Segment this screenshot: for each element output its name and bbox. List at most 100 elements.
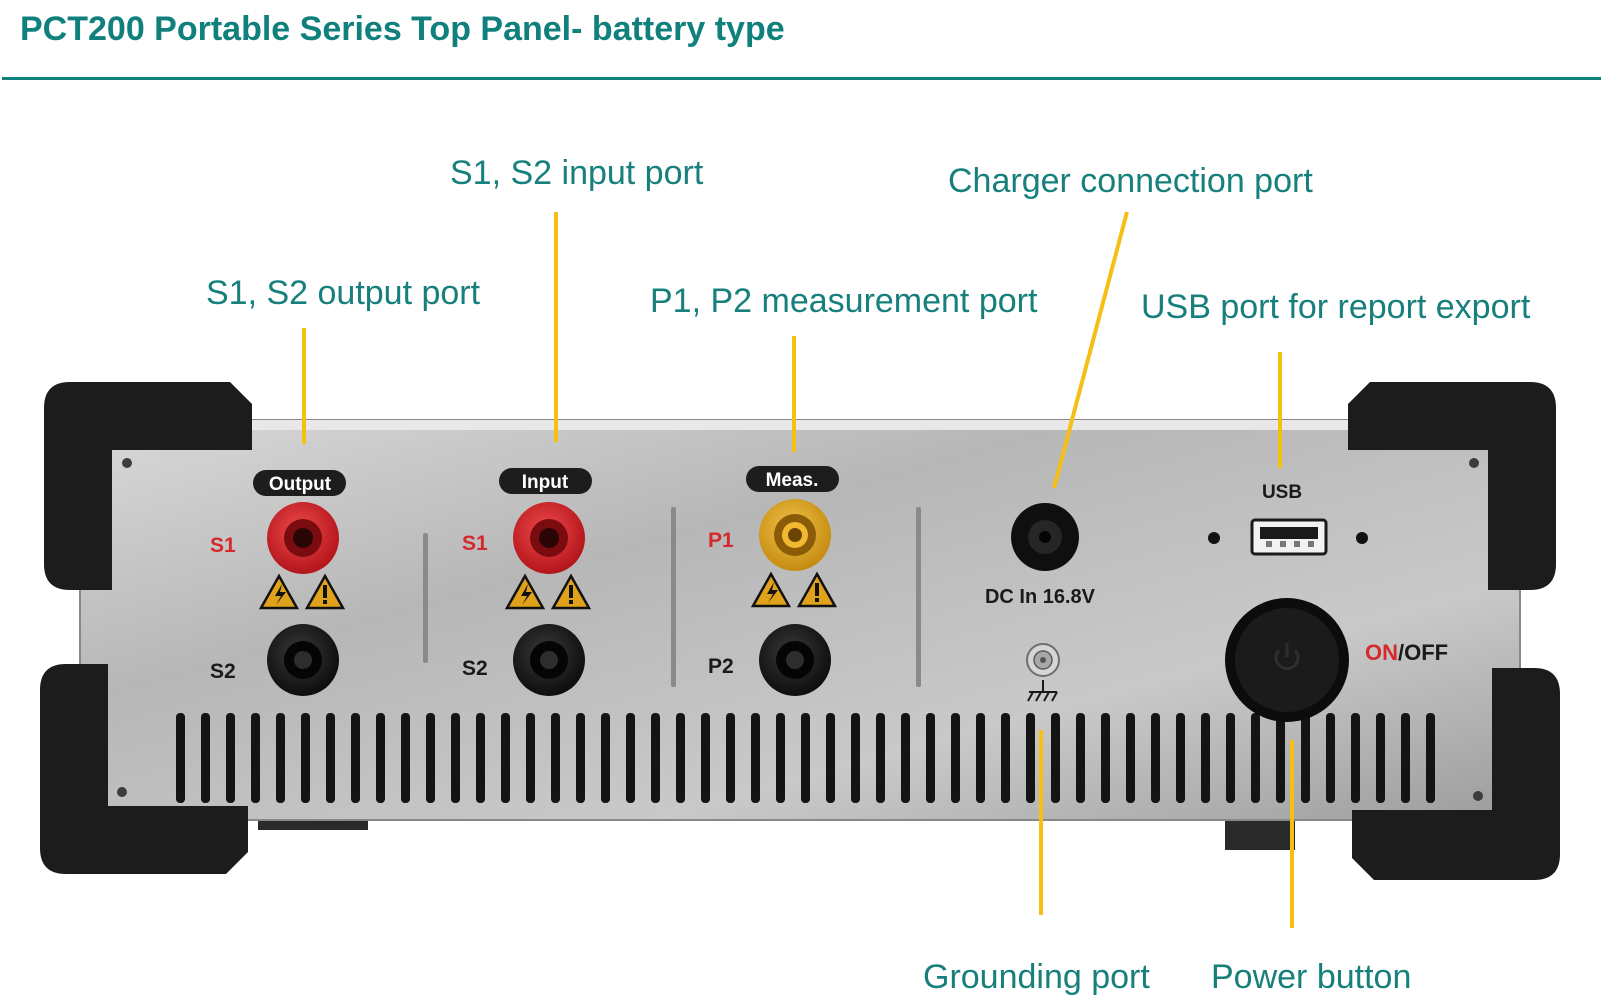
input-s1-terminal[interactable]	[513, 502, 585, 574]
callout-usb-port: USB port for report export	[1141, 288, 1531, 326]
vent-slot	[751, 713, 760, 803]
vent-slot	[1351, 713, 1360, 803]
vent-slot	[1126, 713, 1135, 803]
divider-3	[916, 507, 921, 687]
on-off-label: ON/OFF	[1365, 640, 1448, 665]
vent-slot	[801, 713, 810, 803]
vent-slot	[1251, 713, 1260, 803]
vent-slot	[1201, 713, 1210, 803]
input-badge	[499, 468, 592, 494]
vent-slot	[726, 713, 735, 803]
vent-slot	[851, 713, 860, 803]
vent-slot	[426, 713, 435, 803]
input-badge-label: Input	[522, 472, 569, 493]
screw-top-right	[1469, 458, 1479, 468]
bumper-top-left	[44, 382, 252, 590]
vent-slot	[1051, 713, 1060, 803]
vent-slot	[376, 713, 385, 803]
vent-slot	[226, 713, 235, 803]
output-s1-terminal[interactable]	[267, 502, 339, 574]
callout-measurement-port: P1, P2 measurement port	[650, 282, 1038, 320]
output-warning-exclamation-icon	[304, 573, 346, 610]
vent-slot	[326, 713, 335, 803]
vent-slot	[1226, 713, 1235, 803]
meas-warning-exclamation-icon	[796, 571, 838, 608]
power-icon	[1274, 643, 1300, 670]
output-s1-label: S1	[210, 534, 236, 557]
dc-in-jack[interactable]	[1011, 503, 1079, 571]
vent-slot	[176, 713, 185, 803]
slash-label: /	[1398, 640, 1404, 665]
vent-slot	[1401, 713, 1410, 803]
bottom-foot-right	[1225, 820, 1295, 850]
vent-slot	[1101, 713, 1110, 803]
dc-in-label: DC In 16.8V	[985, 586, 1096, 608]
output-badge-label: Output	[269, 474, 332, 495]
meas-p2-label: P2	[708, 655, 734, 678]
title-rule	[2, 77, 1601, 80]
vent-slot	[826, 713, 835, 803]
leader-charger	[1052, 211, 1129, 489]
on-label: ON	[1365, 640, 1398, 665]
divider-2	[671, 507, 676, 687]
output-s2-label: S2	[210, 660, 236, 683]
vent-slot	[1276, 713, 1285, 803]
input-warning-lightning-icon	[504, 573, 546, 610]
meas-p1-label: P1	[708, 529, 734, 552]
vent-slot	[1176, 713, 1185, 803]
input-s2-label: S2	[462, 657, 488, 680]
vent-slot	[1376, 713, 1385, 803]
output-badge	[253, 470, 346, 496]
leader-lines	[302, 211, 1294, 928]
power-button[interactable]	[1225, 598, 1349, 722]
vent-slot	[301, 713, 310, 803]
vent-slot	[951, 713, 960, 803]
output-s2-terminal[interactable]	[267, 624, 339, 696]
bumper-bottom-right	[1352, 668, 1560, 880]
usb-port[interactable]	[1250, 518, 1328, 556]
ground-icon	[1027, 680, 1058, 702]
vent-slot	[276, 713, 285, 803]
meas-p1-terminal[interactable]	[759, 499, 831, 571]
usb-screw-left	[1208, 532, 1220, 544]
page-title: PCT200 Portable Series Top Panel- batter…	[20, 10, 785, 48]
vent-slot	[401, 713, 410, 803]
divider-1	[423, 533, 428, 663]
vent-slot	[601, 713, 610, 803]
screw-top-left	[122, 458, 132, 468]
vent-slot	[451, 713, 460, 803]
screw-bottom-right	[1473, 791, 1483, 801]
vent-slot	[976, 713, 985, 803]
meas-p2-terminal[interactable]	[759, 624, 831, 696]
vent-slot	[876, 713, 885, 803]
vent-slot	[1026, 713, 1035, 803]
vent-slot	[701, 713, 710, 803]
vent-slot	[1151, 713, 1160, 803]
ventilation-grille	[176, 713, 1435, 803]
vent-slot	[551, 713, 560, 803]
usb-screw-right	[1356, 532, 1368, 544]
input-s2-terminal[interactable]	[513, 624, 585, 696]
callout-input-port: S1, S2 input port	[450, 154, 704, 192]
input-warning-exclamation-icon	[550, 573, 592, 610]
vent-slot	[676, 713, 685, 803]
vent-slot	[651, 713, 660, 803]
vent-slot	[476, 713, 485, 803]
meas-warning-lightning-icon	[750, 571, 792, 608]
vent-slot	[1076, 713, 1085, 803]
vent-slot	[1326, 713, 1335, 803]
input-s1-label: S1	[462, 532, 488, 555]
meas-badge-label: Meas.	[766, 470, 819, 491]
vent-slot	[626, 713, 635, 803]
off-label: OFF	[1404, 640, 1448, 665]
vent-slot	[926, 713, 935, 803]
panel-top-edge	[80, 420, 1520, 430]
meas-badge	[746, 466, 839, 492]
grounding-post[interactable]	[1026, 643, 1060, 677]
callout-power-button: Power button	[1211, 958, 1412, 996]
callout-grounding-port: Grounding port	[923, 958, 1150, 996]
vent-slot	[576, 713, 585, 803]
vent-slot	[1001, 713, 1010, 803]
vent-slot	[1426, 713, 1435, 803]
